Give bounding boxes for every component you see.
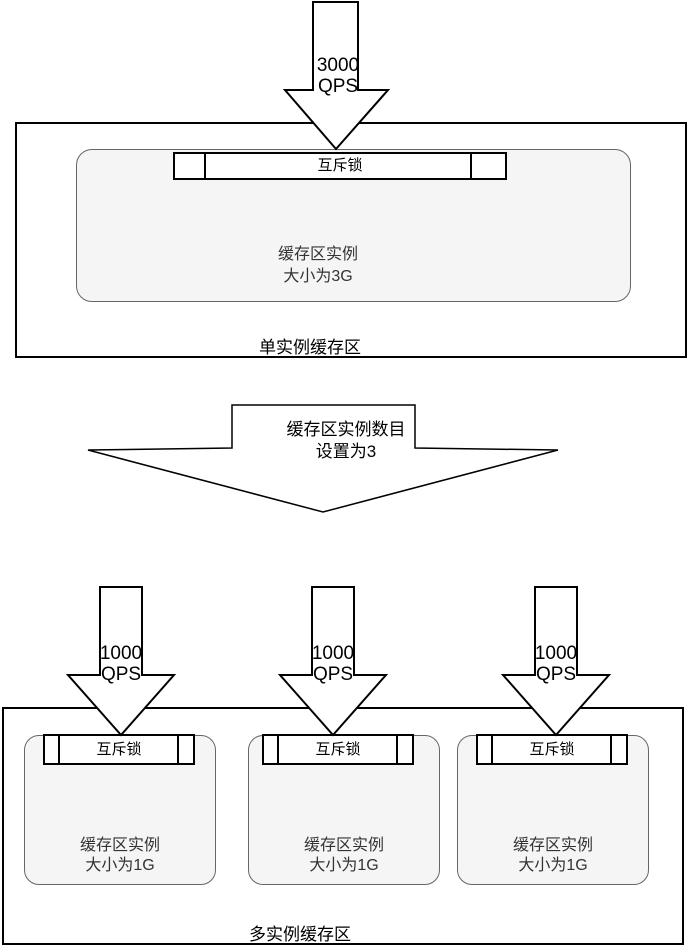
mutex-label: 互斥锁 — [317, 157, 363, 174]
mutex-bar-divider-right — [470, 154, 472, 178]
qps-unit: QPS — [535, 664, 577, 685]
instance-size: 大小为3G — [283, 268, 353, 285]
qps-label-top: 3000 QPS — [238, 55, 438, 97]
qps-label-1: 1000 QPS — [61, 643, 181, 685]
mutex-bar-divider-right — [177, 736, 179, 763]
mutex-label: 互斥锁 — [529, 741, 575, 758]
qps-value: 1000 — [99, 643, 143, 664]
mutex-bar-divider-left — [204, 154, 206, 178]
mutex-bar-divider-right — [610, 736, 612, 763]
qps-value: 1000 — [534, 643, 578, 664]
instance-name: 缓存区实例 — [512, 837, 593, 854]
mutex-bar-divider-right — [396, 736, 398, 763]
qps-unit: QPS — [100, 664, 142, 685]
instance-name: 缓存区实例 — [79, 837, 160, 854]
cache-instance-small-2-label: 缓存区实例 大小为1G — [248, 836, 440, 876]
qps-value: 3000 — [316, 55, 360, 76]
mutex-bar-small-2: 互斥锁 — [262, 734, 414, 765]
mutex-bar-divider-left — [58, 736, 60, 763]
instance-size: 大小为1G — [85, 857, 155, 874]
multi-instance-box-label: 多实例缓存区 — [249, 925, 351, 944]
qps-unit: QPS — [312, 664, 354, 685]
cache-instance-large-label: 缓存区实例 大小为3G — [168, 244, 468, 288]
mutex-bar-divider-left — [277, 736, 279, 763]
cache-instance-small-3-label: 缓存区实例 大小为1G — [457, 836, 649, 876]
qps-value: 1000 — [311, 643, 355, 664]
transition-line2: 设置为3 — [315, 442, 377, 461]
transition-line1: 缓存区实例数目 — [286, 420, 406, 439]
single-instance-box-label: 单实例缓存区 — [259, 338, 361, 357]
mutex-bar-large: 互斥锁 — [173, 152, 507, 180]
mutex-bar-small-1: 互斥锁 — [43, 734, 195, 765]
cache-instance-small-1-label: 缓存区实例 大小为1G — [24, 836, 216, 876]
mutex-label: 互斥锁 — [315, 741, 361, 758]
instance-name: 缓存区实例 — [303, 837, 384, 854]
mutex-bar-divider-left — [491, 736, 493, 763]
qps-label-2: 1000 QPS — [273, 643, 393, 685]
instance-size: 大小为1G — [309, 857, 379, 874]
transition-arrow-label: 缓存区实例数目 设置为3 — [196, 419, 496, 463]
qps-unit: QPS — [317, 76, 359, 97]
mutex-label: 互斥锁 — [96, 741, 142, 758]
instance-size: 大小为1G — [518, 857, 588, 874]
instance-name: 缓存区实例 — [277, 246, 358, 263]
mutex-bar-small-3: 互斥锁 — [476, 734, 628, 765]
qps-label-3: 1000 QPS — [496, 643, 616, 685]
